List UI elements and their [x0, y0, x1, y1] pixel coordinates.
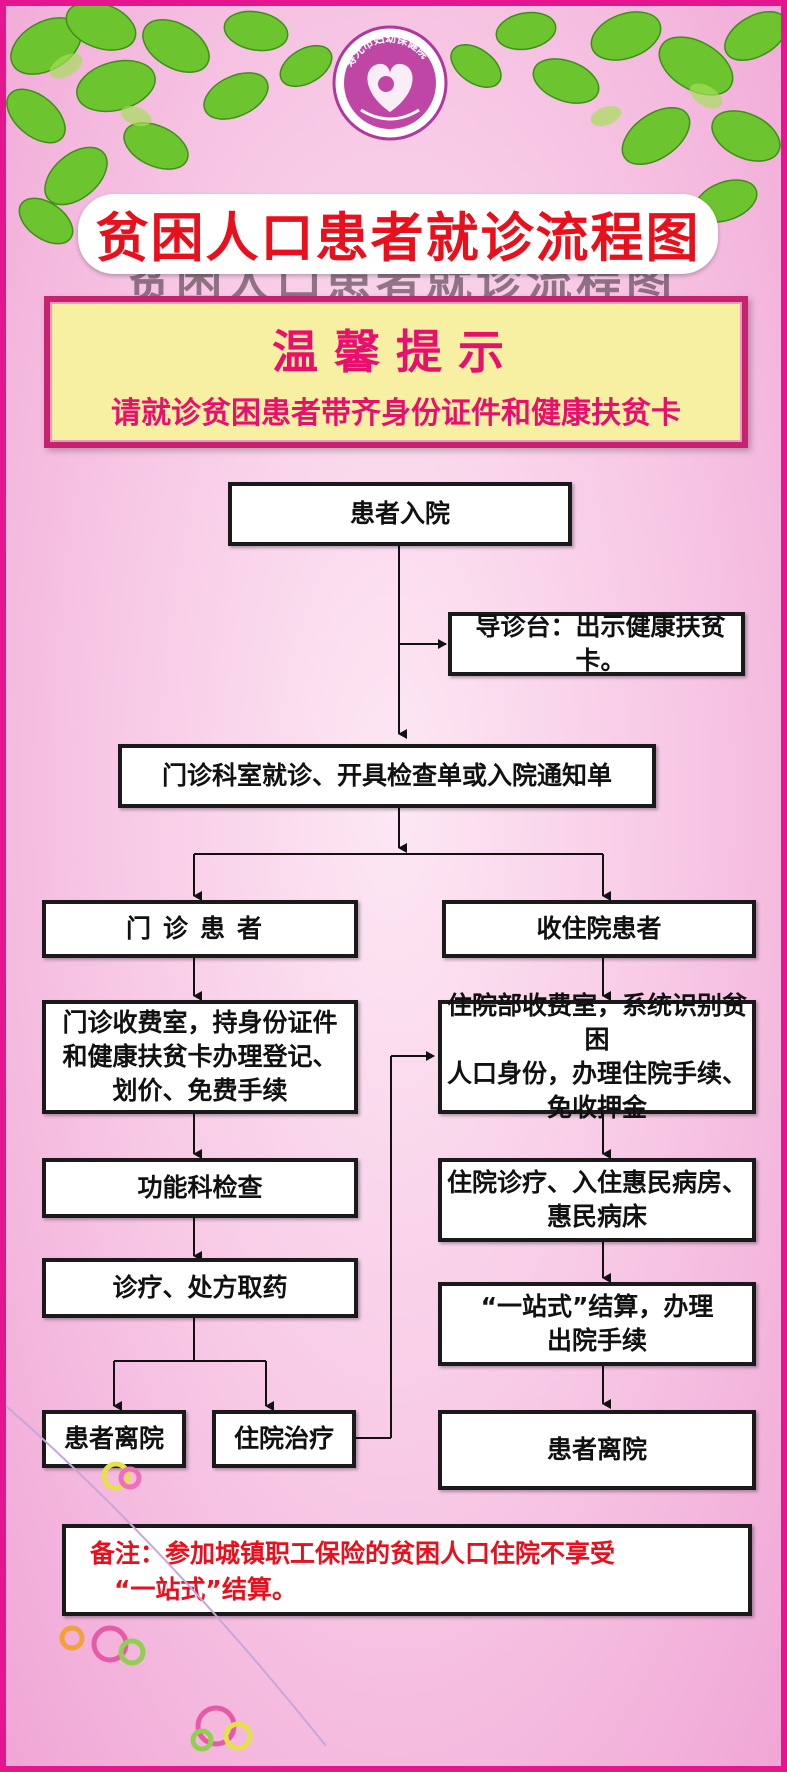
settlement-line-1: “一站式”结算，办理 — [480, 1292, 714, 1321]
leaf-decoration — [6, 6, 781, 245]
inpatient-billing-line-2: 人口身份，办理住院手续、 — [446, 1059, 747, 1088]
inpatient-box: 收住院患者 — [442, 900, 756, 958]
note-box: 备注：参加城镇职工保险的贫困人口住院不享受 “一站式”结算。 — [62, 1524, 752, 1616]
tip-heading: 温馨提示 — [272, 325, 520, 379]
outpatient-billing-line-1: 门诊收费室，持身份证件 — [62, 1008, 338, 1037]
outpatient-box: 门诊患者 — [42, 900, 358, 958]
outpatient-billing-box: 门诊收费室，持身份证件 和健康扶贫卡办理登记、 划价、免费手续 — [42, 1000, 358, 1114]
inpatient-treatment-box: 住院诊疗、入住惠民病房、 惠民病床 — [438, 1158, 756, 1242]
page-title: 贫困人口患者就诊流程图 — [78, 194, 718, 274]
outpatient-billing-line-3: 划价、免费手续 — [112, 1076, 288, 1105]
note-line-2: “一站式”结算。 — [114, 1575, 297, 1604]
guide-desk-box: 导诊台：出示健康扶贫卡。 — [448, 612, 745, 676]
inpatient-discharge-box: 患者离院 — [438, 1410, 756, 1490]
tip-box: 温馨提示 请就诊贫困患者带齐身份证件和健康扶贫卡 — [44, 296, 748, 448]
function-check-box: 功能科检查 — [42, 1158, 358, 1218]
admission-box: 患者入院 — [228, 482, 572, 546]
clinic-visit-box: 门诊科室就诊、开具检查单或入院通知单 — [118, 744, 656, 808]
hospitalize-box: 住院治疗 — [212, 1410, 356, 1468]
settlement-box: “一站式”结算，办理 出院手续 — [438, 1282, 756, 1366]
bubble-decoration — [6, 1405, 326, 1752]
hospital-logo: 寿光市妇幼保健院 — [332, 25, 448, 141]
inpatient-billing-box: 住院部收费室，系统识别贫困 人口身份，办理住院手续、 免收押金 — [438, 991, 756, 1122]
settlement-line-2: 出院手续 — [546, 1326, 647, 1355]
prescription-box: 诊疗、处方取药 — [42, 1258, 358, 1318]
inpatient-billing-line-1: 住院部收费室，系统识别贫困 — [446, 991, 747, 1054]
tip-text: 请就诊贫困患者带齐身份证件和健康扶贫卡 — [111, 396, 681, 431]
inpatient-billing-line-3: 免收押金 — [546, 1093, 647, 1122]
inpatient-treatment-line-2: 惠民病床 — [546, 1202, 647, 1231]
flow-connectors — [113, 546, 611, 1439]
inpatient-treatment-line-1: 住院诊疗、入住惠民病房、 — [446, 1168, 747, 1197]
outpatient-billing-line-2: 和健康扶贫卡办理登记、 — [62, 1042, 338, 1071]
note-line-1: 备注：参加城镇职工保险的贫困人口住院不享受 — [90, 1539, 616, 1568]
